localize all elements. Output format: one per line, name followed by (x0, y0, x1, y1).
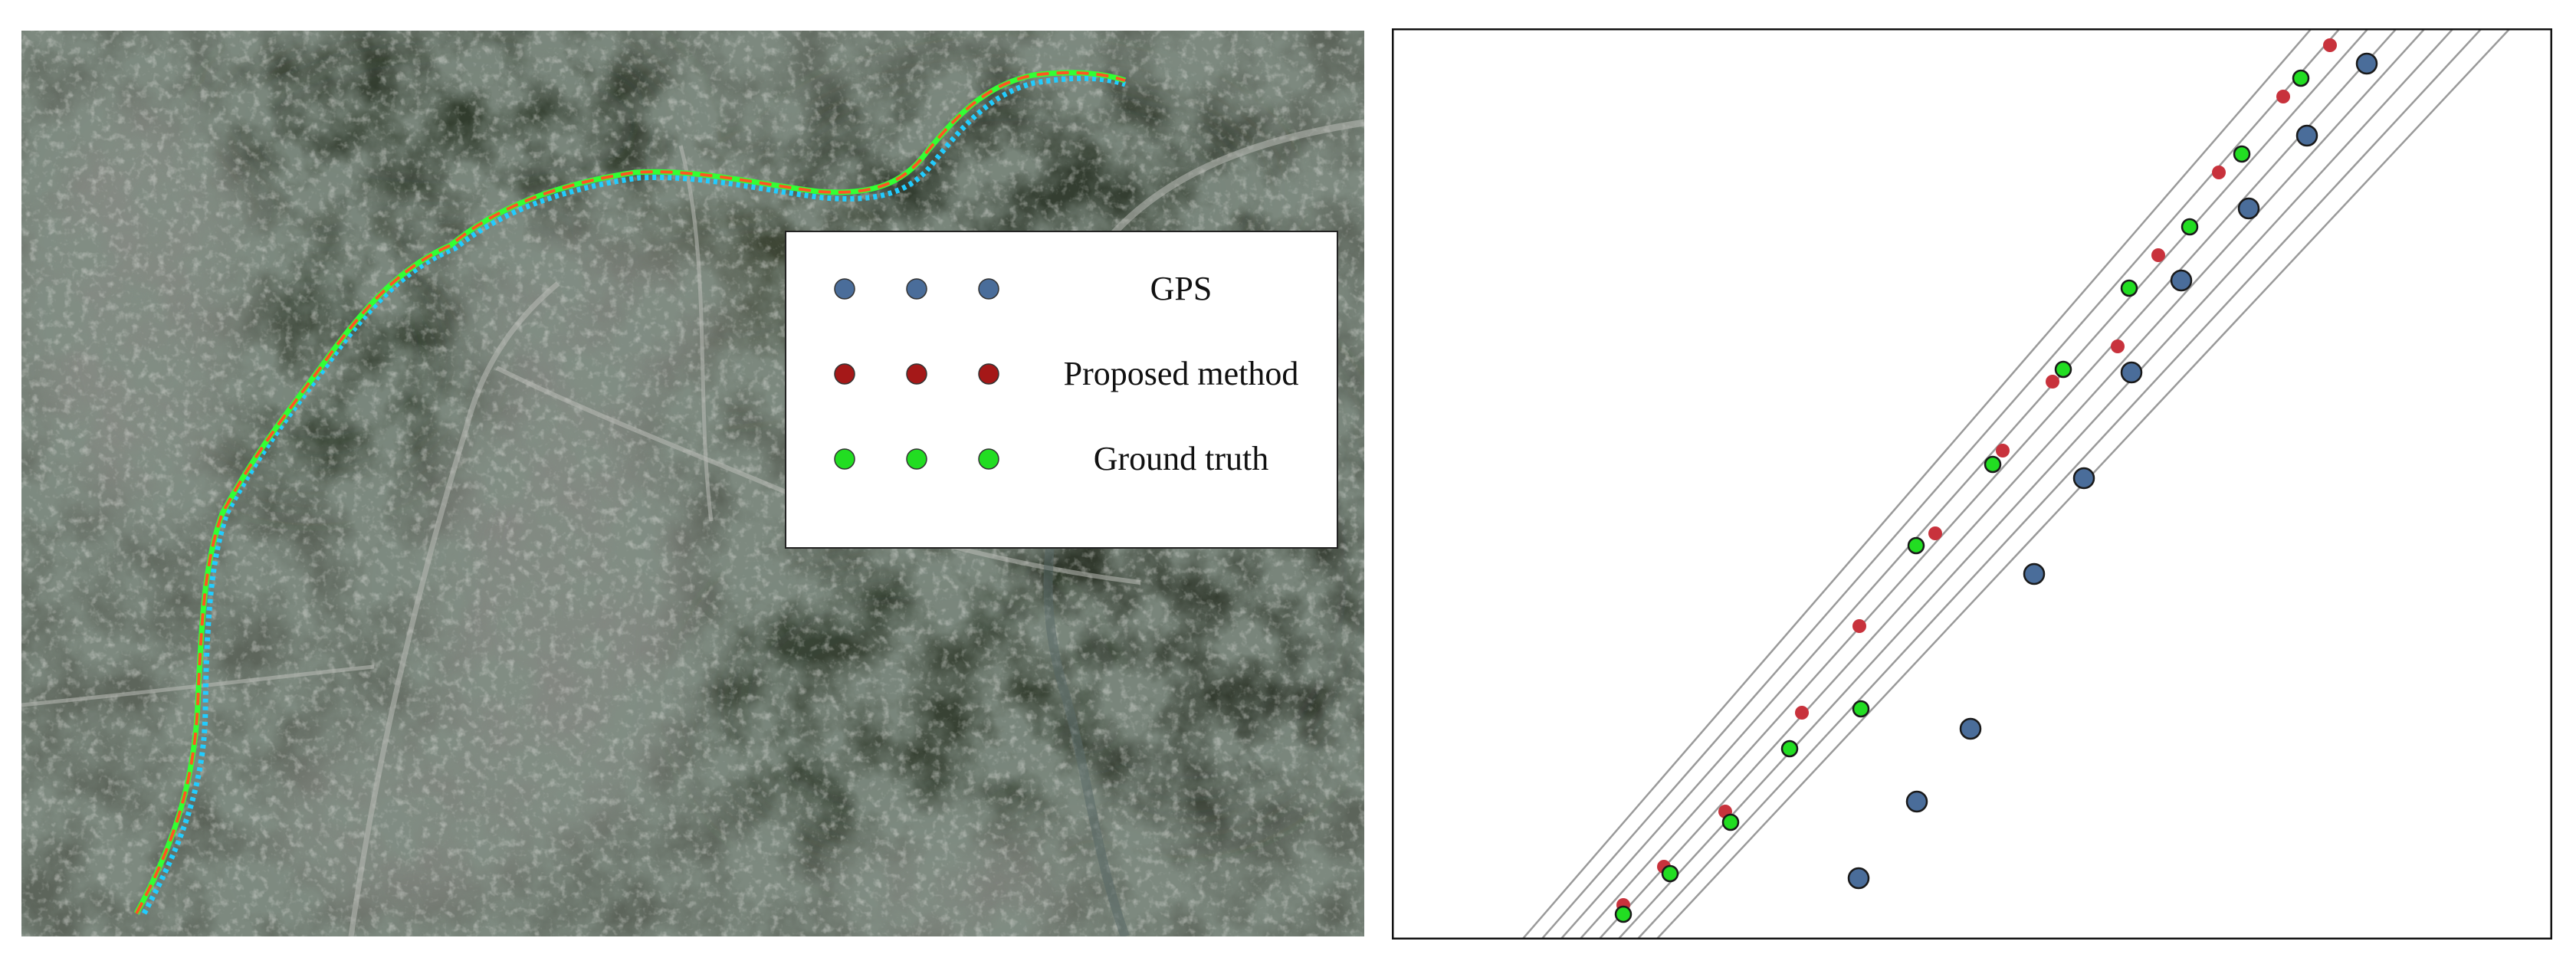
gps-point (1905, 790, 1928, 813)
ground-truth-point (1852, 700, 1870, 718)
lane-line (1617, 29, 2454, 939)
ground-truth-point (1907, 536, 1925, 555)
lane-line (1541, 29, 2341, 939)
proposed-point (1996, 444, 2010, 457)
legend-marker-gps (978, 278, 999, 300)
proposed-point (1928, 526, 1942, 540)
proposed-point (2323, 38, 2337, 52)
gps-point (2295, 124, 2318, 147)
legend-marker-ground_truth (906, 448, 927, 470)
lane-detail-plot (1391, 28, 2553, 940)
proposed-point (2212, 166, 2226, 179)
plot-area (1393, 29, 2551, 939)
legend-marker-ground_truth (978, 448, 999, 470)
proposed-point (1852, 619, 1866, 633)
lane-line (1636, 29, 2482, 939)
legend-marker-gps (834, 278, 855, 300)
trajectory-overlay (133, 70, 1127, 915)
legend-label-gps: GPS (1150, 270, 1213, 307)
lane-line (1579, 29, 2397, 939)
proposed-point (2111, 339, 2125, 353)
proposed-point (2151, 248, 2165, 262)
legend-marker-ground_truth (834, 448, 855, 470)
proposed-point (1795, 706, 1809, 720)
proposed-track (135, 71, 1126, 914)
ground-truth-point (2233, 145, 2251, 163)
trajectory-markers (1614, 38, 2378, 923)
ground-truth-point (1721, 813, 1740, 831)
proposed-point (2046, 375, 2059, 389)
legend-label-ground_truth: Ground truth (1094, 440, 1269, 477)
ground-truth-point (1780, 740, 1799, 758)
ground-truth-point (1614, 905, 1633, 923)
gps-track (141, 75, 1127, 915)
proposed-point (2276, 90, 2290, 103)
ground-truth-point (2181, 218, 2199, 236)
ground-truth-point (1984, 455, 2002, 474)
lane-line (1560, 29, 2369, 939)
gps-point (2120, 361, 2143, 384)
legend-label-proposed: Proposed method (1064, 355, 1299, 392)
gps-point (2355, 52, 2378, 75)
legend-marker-proposed (906, 363, 927, 385)
lane-line (1598, 29, 2426, 939)
gps-point (2170, 269, 2193, 292)
ground-truth-point (2120, 279, 2138, 297)
legend-marker-proposed (978, 363, 999, 385)
gps-point (2237, 197, 2260, 220)
ground-truth-point (2292, 69, 2310, 87)
lane-line (1521, 29, 2312, 939)
ground-truth-point (2054, 360, 2072, 379)
ground-truth-point (1661, 864, 1679, 883)
legend-box (785, 231, 1338, 549)
legend-marker-proposed (834, 363, 855, 385)
plot-frame (1391, 28, 2553, 940)
legend-marker-gps (906, 278, 927, 300)
gps-point (2023, 562, 2046, 585)
gps-point (1959, 717, 1982, 740)
gps-point (1847, 867, 1870, 890)
gps-point (2072, 467, 2095, 490)
lane-detail-panel (1391, 28, 2553, 940)
